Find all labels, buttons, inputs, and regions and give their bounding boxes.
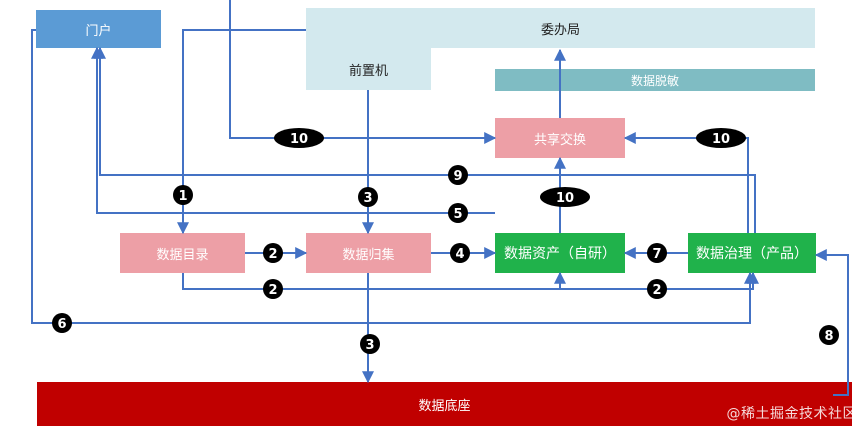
svg-text:10: 10 [712, 132, 730, 147]
line-6 [31, 29, 756, 324]
svg-text:10: 10 [290, 132, 308, 147]
svg-text:1: 1 [178, 189, 187, 204]
badge-9: 9 [448, 165, 468, 185]
line-9 [94, 46, 756, 233]
svg-text:8: 8 [824, 329, 833, 344]
assets-box: 数据资产（自研） [495, 233, 625, 273]
svg-text:10: 10 [556, 191, 574, 206]
badge-10-right: 10 [696, 128, 746, 148]
base-box: 数据底座 [37, 382, 852, 426]
badge-2-mid: 2 [263, 279, 283, 299]
svg-text:3: 3 [365, 338, 374, 353]
badge-8: 8 [819, 325, 839, 345]
governance-box: 数据治理（产品） [688, 233, 816, 273]
line-5 [91, 46, 495, 214]
svg-text:9: 9 [453, 169, 462, 184]
portal-box: 门户 [36, 10, 161, 48]
catalog-box: 数据目录 [120, 233, 245, 273]
svg-text:2: 2 [268, 283, 277, 298]
svg-text:6: 6 [57, 317, 66, 332]
frontend-box: 前置机 [306, 48, 431, 90]
line-office-catalog [177, 29, 306, 235]
exchange-box: 共享交换 [495, 118, 625, 158]
badge-10-left: 10 [274, 128, 324, 148]
badge-1: 1 [173, 185, 193, 205]
svg-text:2: 2 [652, 283, 661, 298]
svg-text:5: 5 [453, 207, 462, 222]
badge-3-top: 3 [358, 187, 378, 207]
svg-text:4: 4 [455, 247, 464, 262]
desensitization-box: 数据脱敏 [495, 69, 815, 91]
office-box: 委办局 [306, 8, 815, 48]
badge-5: 5 [448, 203, 468, 223]
svg-text:7: 7 [652, 247, 661, 262]
badge-2-left: 2 [263, 243, 283, 263]
line-portal-exchange [229, 0, 497, 144]
svg-text:3: 3 [363, 191, 372, 206]
badge-6: 6 [52, 313, 72, 333]
line-governance-exchange [623, 132, 749, 233]
line-8 [814, 249, 849, 396]
badge-3-bottom: 3 [360, 334, 380, 354]
badge-7: 7 [647, 243, 667, 263]
svg-text:2: 2 [268, 247, 277, 262]
badge-4: 4 [450, 243, 470, 263]
collection-box: 数据归集 [306, 233, 431, 273]
badge-10-mid: 10 [540, 187, 590, 207]
watermark: @稀土掘金技术社区 [726, 406, 857, 422]
badges: 1 3 9 5 2 4 7 2 2 6 3 8 10 10 10 [52, 128, 839, 354]
badge-2-right: 2 [647, 279, 667, 299]
